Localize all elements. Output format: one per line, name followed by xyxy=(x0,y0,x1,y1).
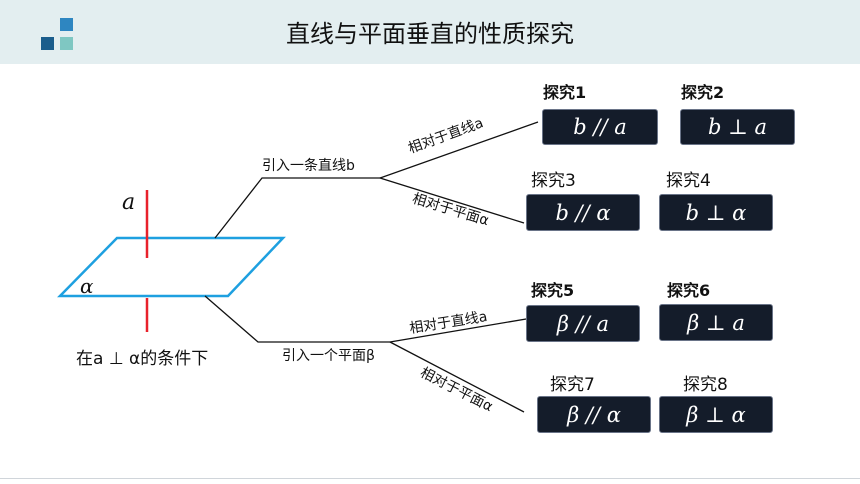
exploration-7-label: 探究7 xyxy=(550,375,595,395)
footer-divider xyxy=(0,478,860,479)
line-a-label: a xyxy=(122,190,136,215)
exploration-6-box[interactable]: β ⊥ a xyxy=(659,304,773,341)
lower-branch-up xyxy=(389,316,539,343)
exploration-5-box[interactable]: β // a xyxy=(526,305,640,342)
upper-branch-line xyxy=(214,177,380,239)
exploration-2-label: 探究2 xyxy=(681,83,725,102)
lower-branch-line xyxy=(204,295,390,343)
exploration-4-label: 探究4 xyxy=(666,171,711,191)
exploration-8-box[interactable]: β ⊥ α xyxy=(659,396,773,433)
lower-branch-down xyxy=(389,341,525,413)
lower-branch-label: 引入一个平面β xyxy=(282,348,375,364)
exploration-8-label: 探究8 xyxy=(683,375,728,395)
exploration-1-box[interactable]: b // a xyxy=(542,109,658,145)
logo-square-top xyxy=(60,18,73,31)
exploration-4-box[interactable]: b ⊥ α xyxy=(659,194,773,231)
header-bar: 直线与平面垂直的性质探究 xyxy=(0,0,860,64)
exploration-2-box[interactable]: b ⊥ a xyxy=(680,109,795,145)
upper-branch-down xyxy=(379,177,525,224)
exploration-3-box[interactable]: b // α xyxy=(526,194,640,231)
exploration-1-label: 探究1 xyxy=(543,83,587,102)
exploration-6-label: 探究6 xyxy=(667,281,711,300)
exploration-3-label: 探究3 xyxy=(531,171,576,191)
logo-square-left xyxy=(41,37,54,50)
logo-square-right xyxy=(60,37,73,50)
exploration-5-label: 探究5 xyxy=(531,281,575,300)
upper-branch-label: 引入一条直线b xyxy=(262,158,355,174)
plane-alpha-shape xyxy=(57,236,286,298)
condition-label: 在a ⊥ α的条件下 xyxy=(76,349,209,369)
upper-branch-up xyxy=(379,121,539,179)
plane-alpha-label: α xyxy=(80,274,94,298)
exploration-7-box[interactable]: β // α xyxy=(537,396,651,433)
page-title: 直线与平面垂直的性质探究 xyxy=(286,20,574,48)
